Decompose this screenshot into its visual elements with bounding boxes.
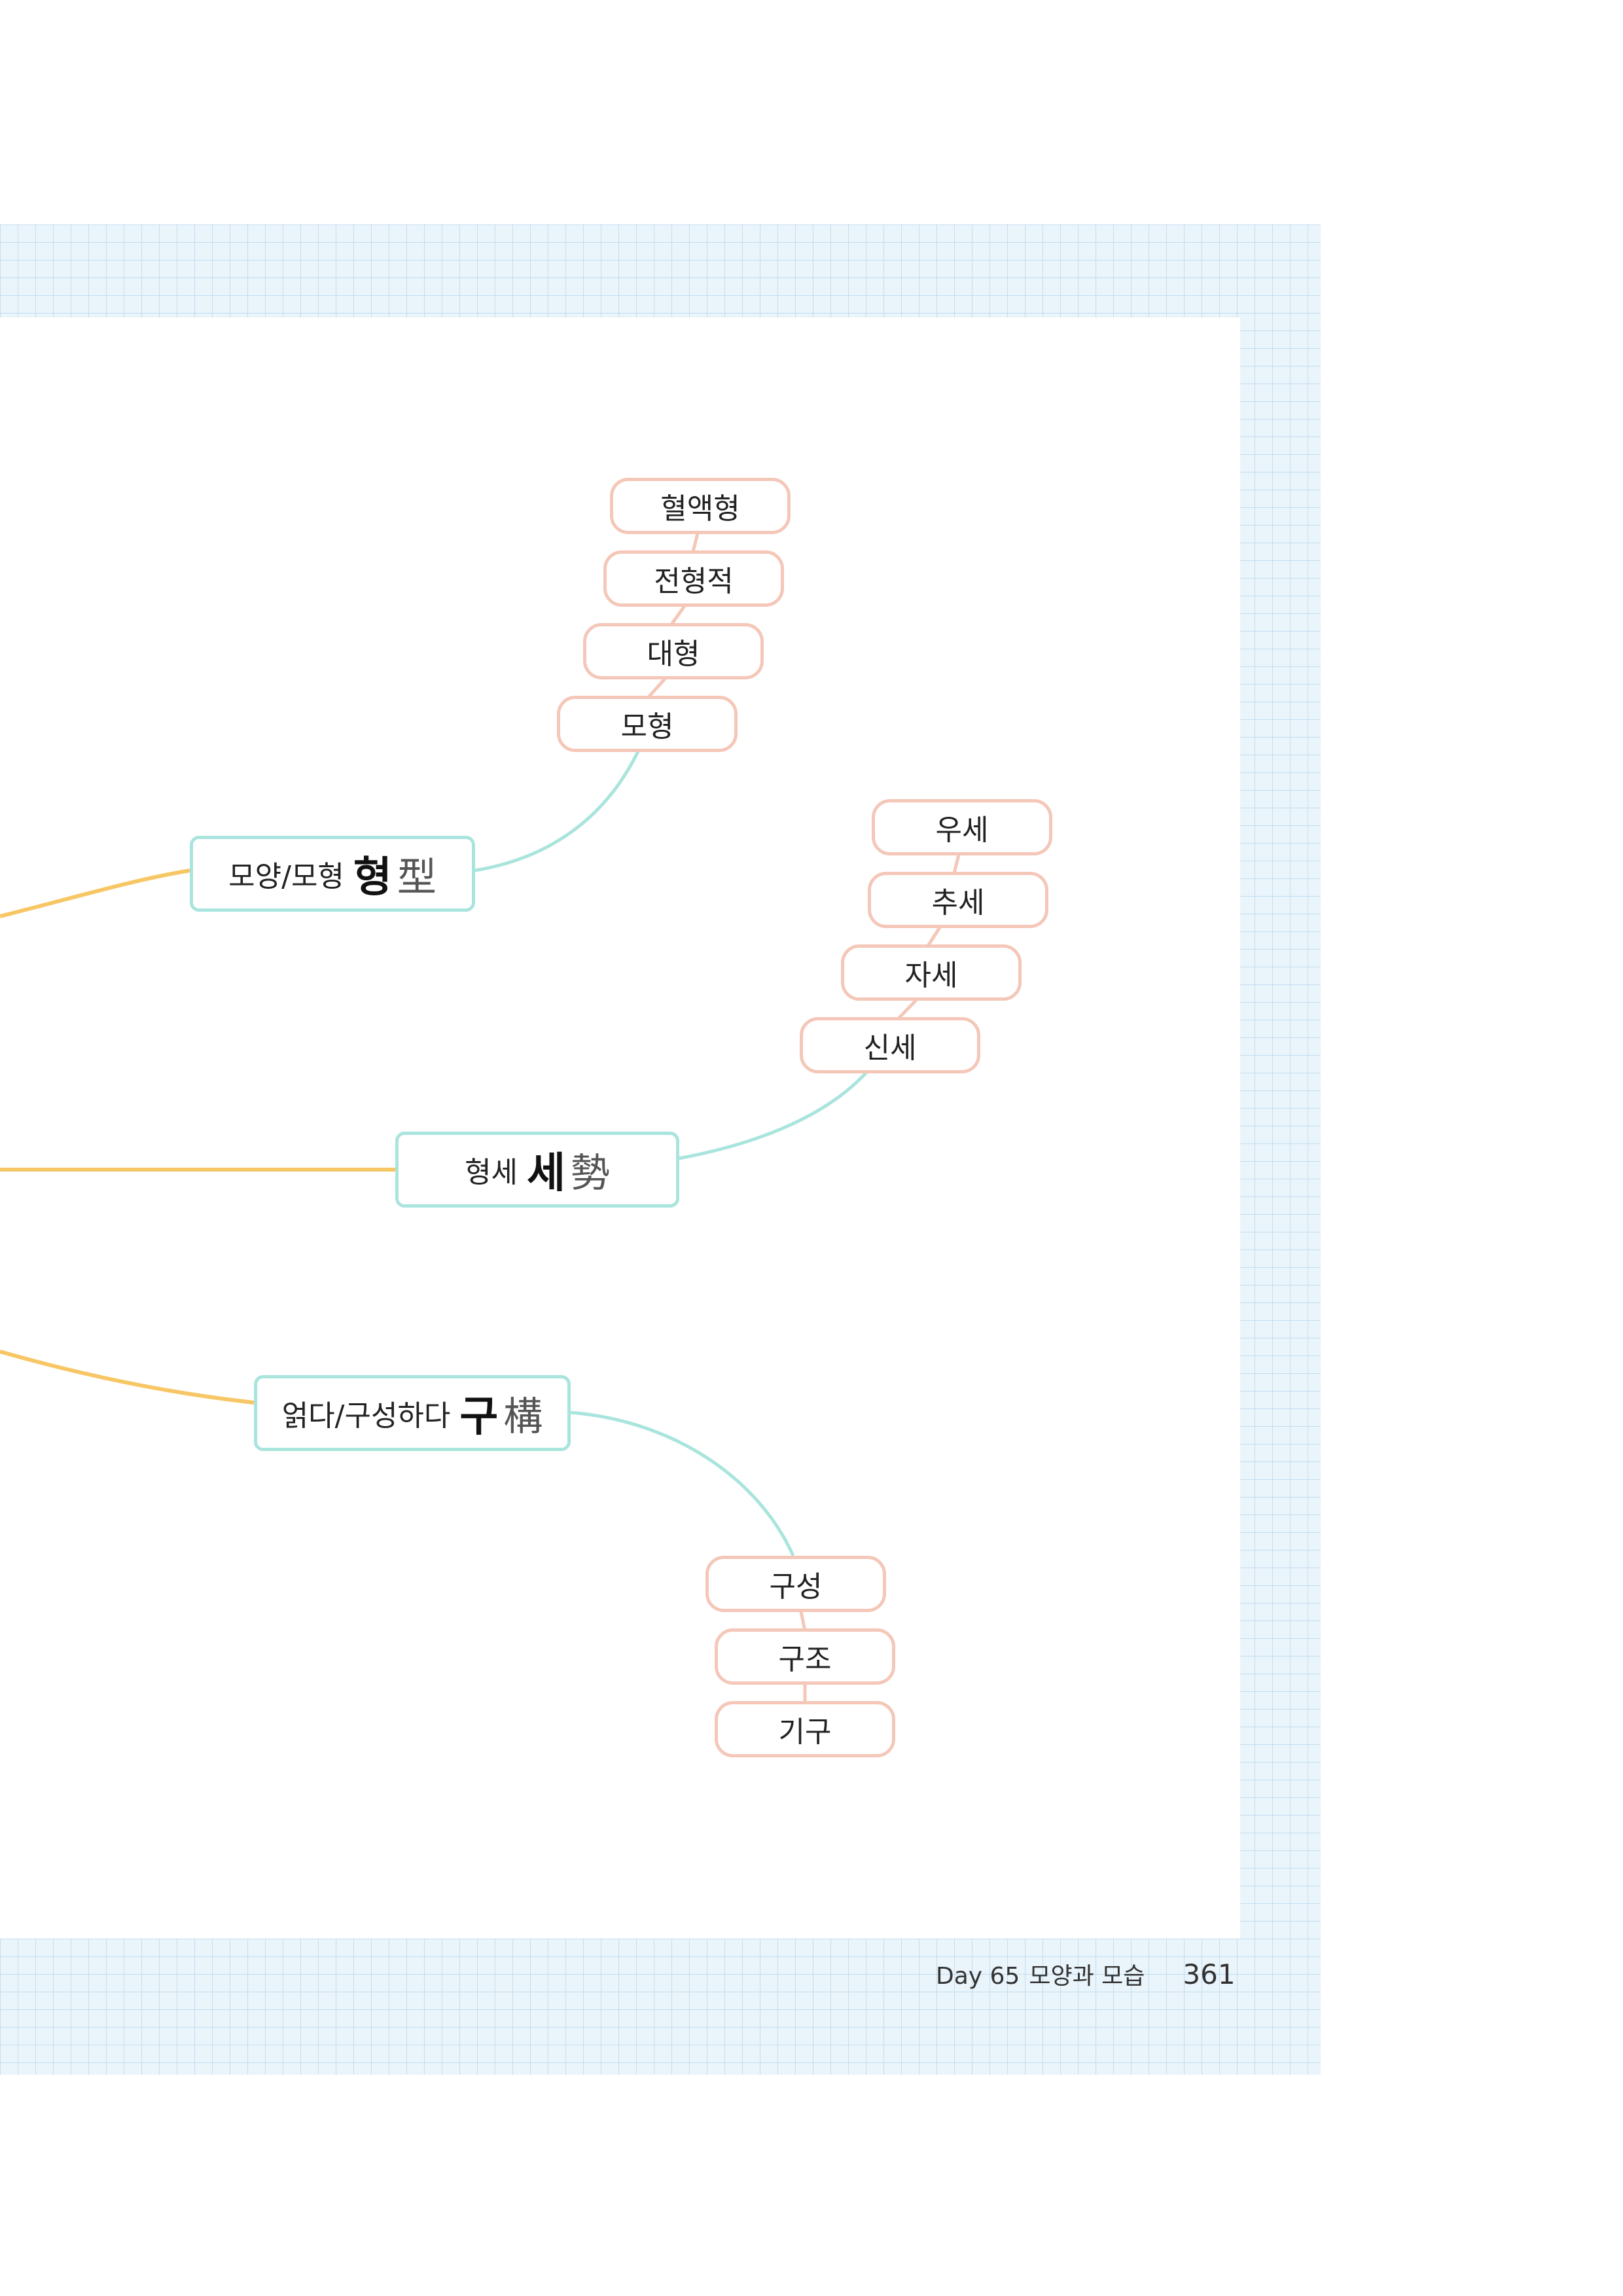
topic-hanja: 勢 (570, 1150, 610, 1196)
leaf-link-1a (691, 533, 700, 552)
leaf-link-1c (647, 677, 666, 698)
word-node: 우세 (872, 799, 1052, 855)
word-node: 기구 (715, 1701, 895, 1757)
topic-hangul-reading: 형 (353, 853, 392, 902)
word-node: 대형 (583, 623, 764, 679)
leaf-link-2c (897, 999, 918, 1020)
branch-link-2 (678, 1068, 870, 1160)
page-footer: Day 65 모양과 모습 361 (936, 1957, 1236, 1996)
trunk-link-1 (0, 869, 190, 918)
topic-node: 얽다/구성하다 구 構 (254, 1375, 571, 1451)
footer-day: Day 65 (936, 1963, 1020, 1990)
leaf-link-2b (926, 926, 942, 947)
topic-korean-label: 얽다/구성하다 (281, 1399, 451, 1433)
word-node: 전형적 (603, 550, 784, 607)
topic-korean-label: 형세 (465, 1156, 518, 1189)
topic-hanja: 型 (397, 854, 437, 901)
topic-hangul-reading: 구 (459, 1393, 499, 1441)
leaf-link-1b (669, 605, 687, 626)
topic-hanja: 構 (503, 1393, 543, 1440)
word-node: 구성 (705, 1556, 886, 1612)
topic-node: 형세 세 勢 (395, 1132, 679, 1208)
word-node: 추세 (868, 872, 1048, 928)
word-node: 자세 (841, 944, 1022, 1001)
word-node: 신세 (800, 1017, 980, 1073)
branch-link-3 (569, 1410, 795, 1557)
trunk-link-3 (0, 1350, 255, 1405)
topic-korean-label: 모양/모형 (228, 860, 344, 893)
leaf-link-2a (952, 854, 961, 874)
word-node: 혈액형 (610, 478, 791, 534)
topic-node: 모양/모형 형 型 (190, 836, 475, 912)
word-node: 모형 (557, 696, 738, 752)
word-node: 구조 (715, 1628, 895, 1685)
topic-hangul-reading: 세 (527, 1149, 565, 1198)
leaf-link-3a (799, 1611, 807, 1631)
page-number: 361 (1183, 1958, 1236, 1990)
footer-title: 모양과 모습 (1029, 1963, 1145, 1990)
branch-link-1 (474, 750, 640, 872)
